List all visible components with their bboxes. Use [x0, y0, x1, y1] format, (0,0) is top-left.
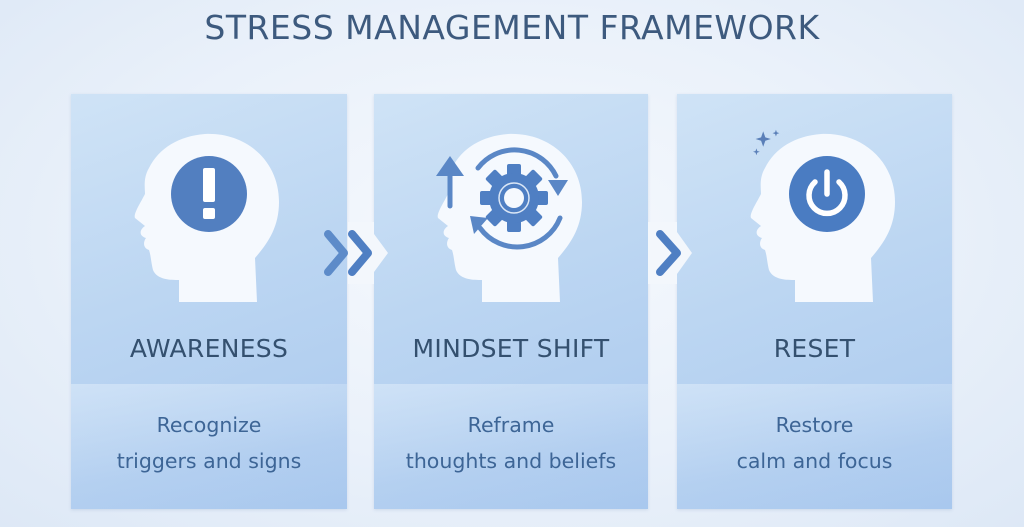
step-heading: RESET [773, 334, 856, 363]
head-exclamation-icon [134, 133, 279, 302]
gear-icon [480, 164, 548, 232]
double-chevron-right-icon [324, 222, 388, 284]
chevron-right-icon [648, 222, 692, 284]
step-card-reset: RESET Restore calm and focus [677, 94, 952, 509]
power-symbol-icon [806, 179, 848, 217]
step-description: Restore calm and focus [677, 407, 952, 479]
description-line: thoughts and beliefs [405, 449, 617, 473]
sparkle-icon [753, 129, 780, 156]
head-gear-cycle-icon [436, 133, 582, 302]
description-line: Recognize [156, 413, 262, 437]
cycle-arrow-top-icon [475, 147, 559, 179]
step-description-box: Recognize triggers and signs [71, 384, 347, 509]
step-card-top: RESET [677, 94, 952, 384]
cycle-arrow-bottom-icon [477, 215, 563, 250]
step-card-top: MINDSET SHIFT [374, 94, 648, 384]
description-line: triggers and signs [116, 449, 302, 473]
step-heading: MINDSET SHIFT [412, 334, 610, 363]
step-heading: AWARENESS [129, 334, 289, 363]
step-description: Reframe thoughts and beliefs [374, 407, 648, 479]
description-line: Restore [775, 413, 854, 437]
step-description: Recognize triggers and signs [71, 407, 347, 479]
step-card-top: AWARENESS [71, 94, 347, 384]
step-description-box: Restore calm and focus [677, 384, 952, 509]
step-description-box: Reframe thoughts and beliefs [374, 384, 648, 509]
step-card-mindset-shift: MINDSET SHIFT Reframe thoughts and belie… [374, 94, 648, 509]
page-title: STRESS MANAGEMENT FRAMEWORK [204, 8, 820, 47]
step-card-awareness: AWARENESS Recognize triggers and signs [71, 94, 347, 509]
description-line: Reframe [467, 413, 555, 437]
description-line: calm and focus [736, 449, 893, 473]
head-power-icon [750, 133, 895, 302]
